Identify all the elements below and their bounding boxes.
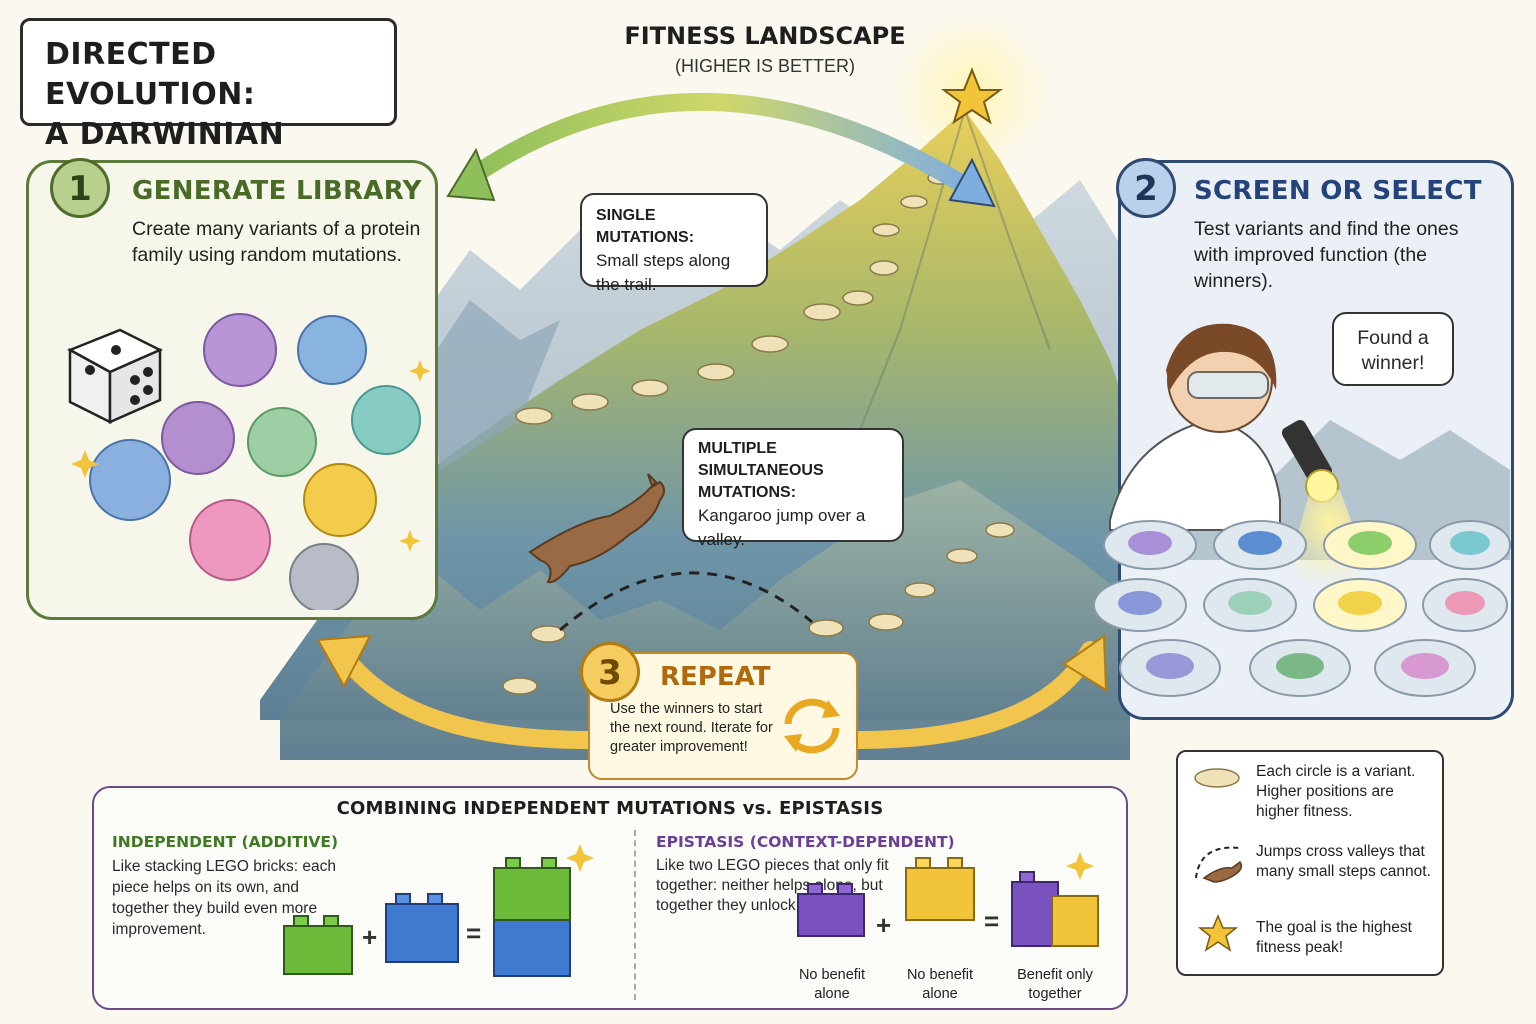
main-title: DIRECTED EVOLUTION: A DARWINIAN CYCLE xyxy=(20,18,397,192)
landscape-subtitle: (HIGHER IS BETTER) xyxy=(674,56,855,76)
step1-text: Create many variants of a protein family… xyxy=(132,218,421,266)
step2-number: 2 xyxy=(1116,158,1176,218)
variant-circle-icon xyxy=(1194,768,1240,788)
yellow-brick-icon xyxy=(905,857,975,921)
scientist-icon xyxy=(1109,323,1281,531)
landscape-title: FITNESS LANDSCAPE xyxy=(624,22,906,50)
kangaroo-icon xyxy=(528,473,665,584)
dice-icon xyxy=(67,328,163,425)
legend-goal-text: The goal is the highest fitness peak! xyxy=(1256,919,1412,956)
multiple-mutations-callout: MULTIPLE SIMULTANEOUS MUTATIONS: Kangaro… xyxy=(682,428,904,549)
step3-title: REPEAT xyxy=(660,662,771,692)
equals-sign-epistasis: = xyxy=(984,906,1000,936)
equals-sign: = xyxy=(466,918,482,948)
single-mutations-callout: SINGLE MUTATIONS: Small steps along the … xyxy=(580,193,768,294)
kangaroo-jump-legend-icon xyxy=(1195,846,1243,883)
caption-benefit-together: Benefit only together xyxy=(1017,967,1093,1002)
lego-additive-illustration xyxy=(283,844,594,977)
plus-sign-epistasis: + xyxy=(876,910,892,940)
stacked-bricks-icon xyxy=(493,857,571,977)
step2-text: Test variants and find the ones with imp… xyxy=(1194,218,1459,292)
caption-no-benefit-1: No benefit alone xyxy=(798,967,866,1002)
plus-sign: + xyxy=(362,922,378,952)
purple-brick-icon xyxy=(797,883,865,937)
goal-star-icon xyxy=(1198,914,1238,952)
independent-text: Like stacking LEGO bricks: each piece he… xyxy=(112,858,336,938)
comparison-divider xyxy=(634,830,636,1000)
step1-number: 1 xyxy=(50,158,110,218)
blue-brick-icon xyxy=(385,893,459,963)
trail-variants xyxy=(502,171,1015,695)
step1-title: GENERATE LIBRARY xyxy=(132,176,422,206)
green-brick-icon xyxy=(283,915,353,975)
cycle-arrows-icon xyxy=(784,698,840,754)
independent-title: INDEPENDENT (ADDITIVE) xyxy=(112,833,339,851)
peak-star-icon xyxy=(941,67,1003,125)
scientist-screening-illustration xyxy=(1093,323,1511,697)
comparison-title: COMBINING INDEPENDENT MUTATIONS vs. EPIS… xyxy=(336,798,884,819)
step3-text: Use the winners to start the next round.… xyxy=(610,701,773,755)
caption-no-benefit-2: No benefit alone xyxy=(906,967,974,1002)
legend-variant-text: Each circle is a variant. Higher positio… xyxy=(1256,763,1416,820)
fitted-bricks-icon xyxy=(1011,871,1099,947)
protein-library-illustration xyxy=(67,313,430,610)
step3-number: 3 xyxy=(580,642,640,702)
lego-epistasis-illustration xyxy=(797,852,1099,947)
epistasis-title: EPISTASIS (CONTEXT-DEPENDENT) xyxy=(656,833,955,851)
found-winner-speech-bubble: Found a winner! xyxy=(1332,312,1454,386)
legend-jump-text: Jumps cross valleys that many small step… xyxy=(1256,843,1431,880)
step2-title: SCREEN OR SELECT xyxy=(1194,176,1482,206)
